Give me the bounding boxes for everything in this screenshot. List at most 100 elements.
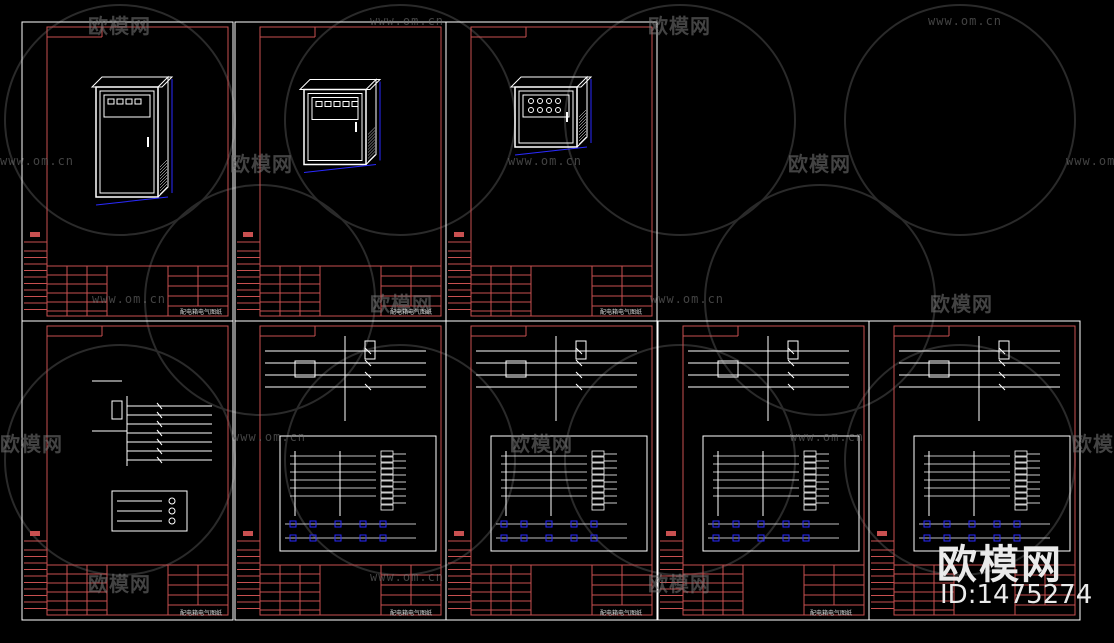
contact-mark bbox=[379, 520, 387, 528]
contact-mark bbox=[334, 534, 342, 542]
cabinet-door bbox=[99, 90, 155, 194]
watermark-brand: 欧模网 bbox=[88, 572, 151, 596]
meter-box bbox=[111, 400, 123, 420]
terminal-strip bbox=[380, 486, 394, 493]
contact-mark bbox=[1013, 534, 1021, 542]
terminal bbox=[168, 517, 176, 525]
terminal bbox=[168, 497, 176, 505]
cabinet-side bbox=[157, 75, 169, 199]
terminal-strip bbox=[591, 468, 605, 475]
stamp-id: ID:1475274 bbox=[940, 580, 1093, 610]
contact-mark bbox=[782, 534, 790, 542]
drawing-sheets bbox=[21, 21, 1081, 621]
terminal-strip bbox=[1014, 504, 1028, 511]
indicator-lamp bbox=[555, 107, 561, 113]
margin-tag bbox=[454, 531, 464, 536]
terminal-strip bbox=[1014, 456, 1028, 463]
meter-box bbox=[575, 340, 587, 360]
terminal-strip bbox=[803, 456, 817, 463]
watermark-url: www.om.cn bbox=[370, 570, 445, 584]
watermark-circle bbox=[564, 4, 796, 236]
title-block-label: 配电箱电气图纸 bbox=[600, 610, 643, 617]
terminal-strip bbox=[591, 450, 605, 457]
contact-mark bbox=[334, 520, 342, 528]
sheet-inner-border bbox=[46, 325, 229, 616]
contact-mark bbox=[590, 534, 598, 542]
watermark-url: www.om.cn bbox=[232, 430, 307, 444]
terminal-strip bbox=[380, 450, 394, 457]
drawing-sheet bbox=[21, 320, 234, 621]
contact-mark bbox=[993, 520, 1001, 528]
title-block-label: 配电箱电气图纸 bbox=[180, 610, 223, 617]
terminal-strip bbox=[1014, 474, 1028, 481]
contact-mark bbox=[520, 534, 528, 542]
contact-mark bbox=[570, 534, 578, 542]
drawing-sheet bbox=[657, 320, 870, 621]
terminal-strip bbox=[803, 504, 817, 511]
terminal-strip bbox=[591, 498, 605, 505]
contact-mark bbox=[500, 520, 508, 528]
contact-mark bbox=[802, 520, 810, 528]
sheet-outer-border bbox=[445, 320, 658, 621]
contact-mark bbox=[289, 520, 297, 528]
contact-mark bbox=[923, 520, 931, 528]
watermark-url: www.om.cn bbox=[508, 154, 583, 168]
terminal-strip bbox=[591, 462, 605, 469]
terminal-strip bbox=[591, 456, 605, 463]
drawing-sheet bbox=[21, 21, 234, 322]
indicator-lamp bbox=[555, 98, 561, 104]
contact-mark bbox=[545, 534, 553, 542]
cabinet-side bbox=[576, 75, 588, 149]
margin-tag bbox=[30, 232, 40, 237]
schematic-panel bbox=[490, 435, 648, 552]
title-block-label: 配电箱电气图纸 bbox=[810, 610, 853, 617]
meter-box bbox=[364, 340, 376, 360]
watermark-url: www.om.cn bbox=[650, 292, 725, 306]
cabinet-panel bbox=[103, 94, 151, 118]
indicator-lamp bbox=[546, 107, 552, 113]
terminal-strip bbox=[803, 498, 817, 505]
watermark-brand: 欧模网 bbox=[930, 292, 993, 316]
meter-box bbox=[787, 340, 799, 360]
contact-mark bbox=[309, 534, 317, 542]
contact-mark bbox=[590, 520, 598, 528]
terminal-strip bbox=[591, 480, 605, 487]
watermark-circle bbox=[704, 184, 936, 416]
terminal-strip bbox=[803, 486, 817, 493]
stamp-brand: 欧模网 bbox=[937, 542, 1063, 588]
terminal-strip bbox=[1014, 462, 1028, 469]
cabinet-door bbox=[518, 90, 574, 144]
terminal-strip bbox=[1014, 450, 1028, 457]
terminal-strip bbox=[803, 450, 817, 457]
contact-mark bbox=[570, 520, 578, 528]
contact-mark bbox=[923, 534, 931, 542]
watermark-url: www.om.cn bbox=[1066, 154, 1114, 168]
title-block-label: 配电箱电气图纸 bbox=[390, 610, 433, 617]
panel-button bbox=[107, 98, 115, 105]
terminal-strip bbox=[380, 456, 394, 463]
watermark-url: www.om.cn bbox=[0, 154, 75, 168]
margin-tag bbox=[666, 531, 676, 536]
schematic-panel bbox=[279, 435, 437, 552]
relay-box bbox=[505, 360, 527, 378]
drawing-sheet bbox=[234, 21, 447, 322]
margin-tag bbox=[243, 232, 253, 237]
contact-mark bbox=[500, 534, 508, 542]
panel-button bbox=[125, 98, 133, 105]
terminal bbox=[168, 507, 176, 515]
title-block-label: 配电箱电气图纸 bbox=[390, 309, 433, 316]
cabinet-door bbox=[307, 93, 363, 161]
sheet-inner-border bbox=[682, 325, 865, 616]
sheet-inner-border bbox=[470, 325, 653, 616]
contact-mark bbox=[545, 520, 553, 528]
watermark-brand: 欧模网 bbox=[0, 432, 63, 456]
watermark-circle bbox=[284, 344, 516, 576]
terminal-strip bbox=[591, 474, 605, 481]
watermark-circle bbox=[564, 344, 796, 576]
watermark-circle bbox=[844, 4, 1076, 236]
sheet-inner-border bbox=[893, 325, 1076, 616]
contact-mark bbox=[309, 520, 317, 528]
sheet-inner-border bbox=[46, 26, 229, 317]
watermark-brand: 欧模网 bbox=[648, 14, 711, 38]
